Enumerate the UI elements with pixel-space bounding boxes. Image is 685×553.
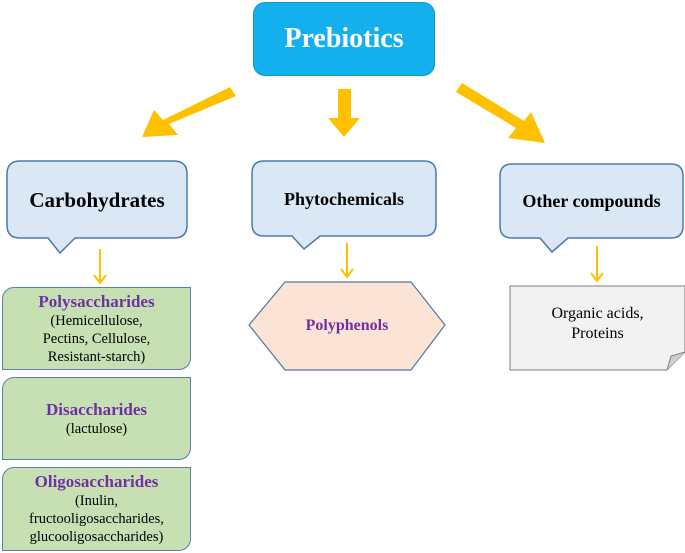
category-other-compounds-label: Other compounds — [522, 191, 661, 211]
category-phytochemicals-label: Phytochemicals — [284, 188, 404, 209]
polysaccharides-box: Polysaccharides (Hemicellulose, Pectins,… — [2, 287, 191, 370]
category-carbohydrates: Carbohydrates — [8, 162, 186, 238]
disaccharides-line-1: (lactulose) — [65, 420, 128, 437]
other-line-1: Organic acids, — [551, 305, 644, 322]
callout-other-compounds-shape — [499, 163, 684, 254]
oligosaccharides-title: Oligosaccharides — [34, 472, 159, 491]
small-arrow-other-compounds — [590, 246, 604, 283]
disaccharides-box: Disaccharides (lactulose) — [2, 377, 191, 460]
callout-phytochemicals-shape — [251, 160, 437, 251]
arrow-to-other-compounds — [456, 83, 545, 143]
category-carbohydrates-label: Carbohydrates — [29, 187, 165, 212]
arrow-to-carbohydrates — [142, 87, 236, 137]
polysaccharides-line-1: (Hemicellulose, — [50, 312, 143, 329]
category-phytochemicals: Phytochemicals — [253, 162, 435, 236]
oligosaccharides-line-1: (Inulin, — [74, 493, 119, 509]
callout-carbohydrates-shape — [6, 160, 188, 255]
polysaccharides-title: Polysaccharides — [38, 291, 155, 311]
disaccharides-title: Disaccharides — [45, 399, 148, 419]
other-line-2: Proteins — [571, 325, 624, 342]
note-fold — [666, 351, 685, 371]
other-compounds-note: Organic acids, Proteins — [510, 286, 685, 362]
polyphenols-node: Polyphenols — [249, 282, 445, 370]
polysaccharides-line-2: Pectins, Cellulose, — [42, 330, 151, 347]
category-other-compounds: Other compounds — [501, 165, 682, 238]
oligosaccharides-line-2: fructooligosaccharides, — [29, 511, 164, 527]
oligosaccharides-line-3: glucooligosaccharides) — [29, 529, 164, 545]
root-label: Prebiotics — [284, 23, 404, 54]
arrow-to-phytochemicals — [328, 89, 360, 137]
oligosaccharides-box: Oligosaccharides (Inulin, fructooligosac… — [2, 467, 191, 551]
polysaccharides-line-3: Resistant-starch) — [47, 348, 146, 365]
root-node: Prebiotics — [253, 2, 435, 76]
small-arrow-carbohydrates — [93, 249, 107, 285]
small-arrow-phytochemicals — [340, 243, 354, 279]
polyphenols-hexagon — [248, 281, 446, 371]
polyphenols-label: Polyphenols — [305, 317, 389, 334]
